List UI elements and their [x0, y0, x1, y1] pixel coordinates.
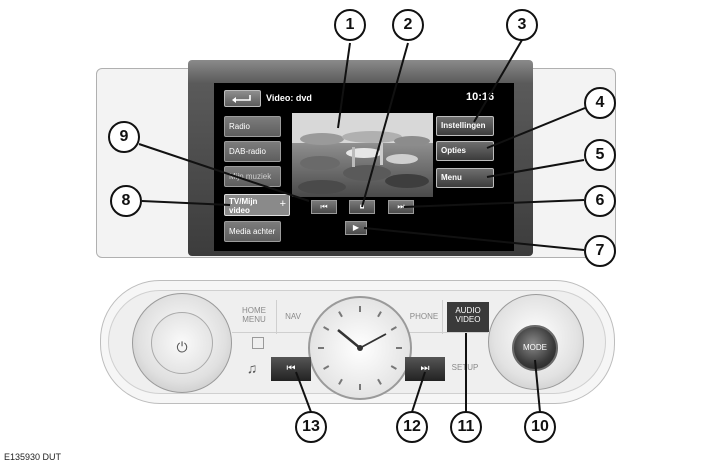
home-menu-button[interactable]: HOME MENU — [242, 306, 266, 324]
source-dab-radio-button[interactable]: DAB-radio — [224, 141, 281, 162]
source-tv-video-line2: video — [229, 206, 250, 215]
source-rear-media-button[interactable]: Media achter — [224, 221, 281, 242]
source-my-music-button[interactable]: Mijn muziek — [224, 166, 281, 187]
callout-10: 10 — [524, 411, 556, 443]
options-button[interactable]: Opties — [436, 141, 494, 161]
callout-1: 1 — [334, 9, 366, 41]
skip-forward-button[interactable]: ⏭ — [405, 357, 445, 381]
callout-2: 2 — [392, 9, 424, 41]
video-frame-image — [292, 113, 433, 194]
plus-icon: + — [279, 198, 286, 210]
callout-12: 12 — [396, 411, 428, 443]
settings-button[interactable]: Instellingen — [436, 116, 494, 136]
callout-4: 4 — [584, 87, 616, 119]
audio-video-button[interactable]: AUDIO VIDEO — [447, 302, 489, 332]
callout-8: 8 — [110, 185, 142, 217]
nav-button[interactable]: NAV — [285, 312, 301, 321]
clock-hands-icon — [318, 306, 402, 390]
callout-6: 6 — [584, 185, 616, 217]
disc-slot-icon — [252, 337, 264, 349]
menu-button[interactable]: Menu — [436, 168, 494, 188]
callout-11: 11 — [450, 411, 482, 443]
divider — [276, 300, 277, 334]
callout-13: 13 — [295, 411, 327, 443]
setup-button[interactable]: SETUP — [451, 363, 479, 372]
source-tv-video-line1: TV/Mijn — [229, 197, 258, 206]
power-icon[interactable]: ⏻ — [176, 339, 188, 355]
skip-back-button[interactable]: ⏮ — [271, 357, 311, 381]
screen-title: Video: dvd — [266, 93, 312, 103]
divider — [442, 300, 443, 334]
music-note-icon[interactable]: ♫ — [246, 360, 258, 376]
callout-3: 3 — [506, 9, 538, 41]
callout-9: 9 — [108, 121, 140, 153]
analog-clock — [308, 296, 412, 400]
volume-knob-ring — [151, 312, 213, 374]
back-arrow-icon — [232, 95, 251, 103]
figure-id: E135930 DUT — [4, 452, 62, 462]
video-playback-area — [292, 113, 433, 197]
source-radio-button[interactable]: Radio — [224, 116, 281, 137]
callout-7: 7 — [584, 235, 616, 267]
mode-button[interactable]: MODE — [512, 325, 558, 371]
callout-5: 5 — [584, 139, 616, 171]
volume-knob[interactable] — [132, 293, 232, 393]
previous-track-button[interactable]: ⏮ — [311, 200, 337, 214]
phone-button[interactable]: PHONE — [409, 312, 439, 321]
back-button[interactable] — [224, 90, 261, 107]
